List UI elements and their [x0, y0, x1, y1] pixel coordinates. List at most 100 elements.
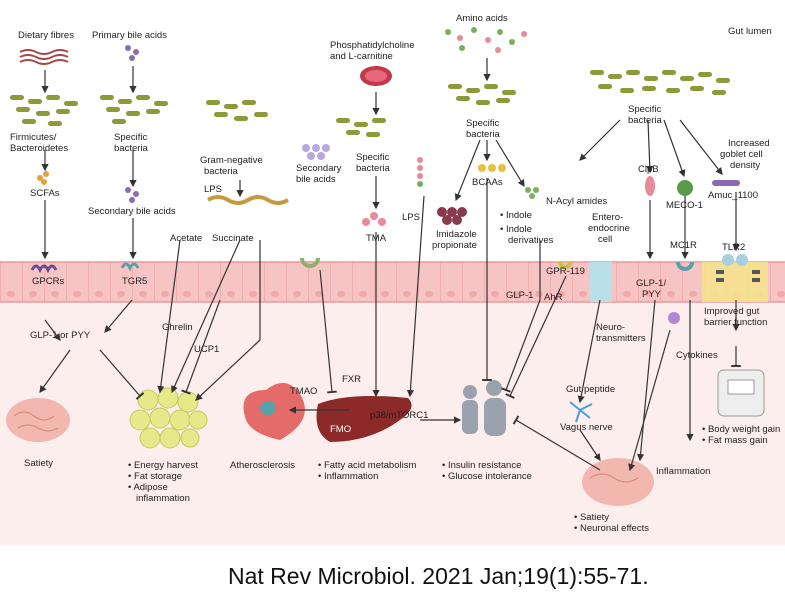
secondary-bile-acids-label-b: Secondary bile acids	[88, 206, 176, 217]
tlr2-label: TLR2	[722, 242, 746, 253]
neuronal-effects-label: • Neuronal effects	[574, 523, 649, 534]
satiety-label: Satiety	[24, 458, 54, 469]
secondary-bile-acid-molecules-icon	[125, 187, 139, 203]
secondary-bile-acids-label-1: Secondary	[296, 163, 342, 174]
tma-label: TMA	[366, 233, 387, 244]
gpcrs-label: GPCRs	[32, 276, 65, 287]
gpcr-receptor-icon	[30, 264, 58, 274]
cytokines-label: Cytokines	[676, 350, 718, 361]
meat-icon	[360, 66, 392, 86]
dietary-fibre-icon	[19, 49, 69, 65]
tmao-label: TMAO	[290, 386, 318, 397]
goblet-label-3: density	[730, 160, 761, 171]
improved-gut-label-1: Improved gut	[704, 306, 760, 317]
fmo-label: FMO	[330, 424, 352, 435]
indole-derivatives-label-1: • Indole	[500, 224, 532, 235]
neuron-icon	[569, 401, 593, 423]
tgr5-receptor-icon	[120, 262, 140, 272]
glp1-or-pyy-label: GLP-1 or PYY	[30, 330, 91, 341]
clpb-label: ClpB	[638, 164, 659, 175]
scale-icon	[717, 369, 765, 417]
scfas-label: SCFAs	[30, 188, 60, 199]
primary-bile-acids-label: Primary bile acids	[92, 30, 167, 41]
bcaa-molecules-icon	[478, 164, 506, 172]
glp1-label: GLP-1	[506, 290, 534, 301]
fxr-receptor-icon	[300, 257, 320, 268]
clpb-protein-icon	[645, 176, 655, 196]
vagus-nerve-label: Vagus nerve	[560, 422, 613, 433]
gut-peptide-label: Gut peptide	[566, 384, 616, 395]
inflammation-label: Inflammation	[656, 466, 711, 477]
fat-storage-label: • Fat storage	[128, 471, 183, 482]
satiety-b-label: • Satiety	[574, 512, 610, 523]
enteroendocrine-label-2: endocrine	[588, 223, 630, 234]
indole-molecules-icon	[525, 187, 539, 199]
glp1-pyy-label-1: GLP-1/	[636, 278, 667, 289]
tma-molecule-icon	[362, 212, 386, 226]
citation: Nat Rev Microbiol. 2021 Jan;19(1):55-71.	[228, 563, 649, 589]
amuc-protein-icon	[712, 180, 740, 186]
enteroendocrine-cell-shape	[590, 262, 612, 302]
glucose-intolerance-label: • Glucose intolerance	[442, 471, 532, 482]
tgr5-label: TGR5	[122, 276, 148, 287]
secondary-bile-acids-label-2: bile acids	[296, 174, 336, 185]
mc1r-label: MC1R	[670, 240, 697, 251]
imidazole-molecules-icon	[437, 207, 467, 225]
energy-harvest-label: • Energy harvest	[128, 460, 198, 471]
p38-mtorc1-label: p38/mTORC1	[370, 410, 429, 421]
immune-cell-icon	[668, 312, 680, 324]
specific-bacteria-label-c1: Specific	[466, 118, 500, 129]
lps-label-1: LPS	[204, 184, 222, 195]
brain-icon	[6, 398, 70, 442]
insulin-resistance-label: • Insulin resistance	[442, 460, 522, 471]
glp1-pyy-label-2: PYY	[642, 289, 662, 300]
specific-bacteria-label-b2: bacteria	[356, 163, 390, 174]
bacteria-cluster-icons	[10, 70, 730, 137]
n-acyl-amides-label: N-Acyl amides	[546, 196, 608, 207]
scfa-molecules-icon	[37, 171, 49, 185]
human-figures-icon	[462, 380, 506, 436]
tight-junction-icon	[716, 270, 760, 282]
specific-bacteria-label-a1: Specific	[114, 132, 148, 143]
ahr-label: AhR	[544, 292, 563, 303]
atherosclerosis-label: Atherosclerosis	[230, 460, 295, 471]
body-weight-label: • Body weight gain	[702, 424, 781, 435]
improved-gut-label-2: barrier function	[704, 317, 768, 328]
gpr119-label: GPR-119	[546, 266, 585, 277]
specific-bacteria-label-d2: bacteria	[628, 115, 662, 126]
enteroendocrine-label-3: cell	[598, 234, 613, 245]
amino-acid-chain-icon	[445, 27, 527, 53]
gram-negative-label-2: bacteria	[204, 166, 238, 177]
specific-bacteria-label-b1: Specific	[356, 152, 390, 163]
adipose-icon	[129, 387, 208, 449]
amuc-label: Amuc_1100	[708, 190, 758, 201]
ucp1-label: UCP1	[194, 344, 220, 355]
dietary-fibres-label: Dietary fibres	[18, 30, 74, 41]
specific-bacteria-label-a2: bacteria	[114, 143, 148, 154]
adipose-label-2: inflammation	[136, 493, 190, 504]
specific-bacteria-label-d1: Specific	[628, 104, 662, 115]
bcaas-label: BCAAs	[472, 177, 503, 188]
imidazole-label-2: propionate	[432, 240, 477, 251]
specific-bacteria-label-c2: bacteria	[466, 129, 500, 140]
secondary-bile-acid-cluster-icon	[302, 144, 330, 160]
lps-strand-icon	[417, 157, 423, 187]
epithelium-band	[0, 262, 785, 302]
fxr-label: FXR	[342, 374, 361, 385]
inflammation-liver-label: • Inflammation	[318, 471, 379, 482]
fatty-acid-label: • Fatty acid metabolism	[318, 460, 417, 471]
phosphatidylcholine-label-1: Phosphatidylcholine	[330, 40, 415, 51]
gut-lumen-label: Gut lumen	[728, 26, 772, 37]
acetate-label: Acetate	[170, 233, 203, 244]
indole-derivatives-label-2: derivatives	[508, 235, 554, 246]
adipose-label-1: • Adipose	[128, 482, 168, 493]
amino-acids-label: Amino acids	[456, 13, 508, 24]
indole-label: • Indole	[500, 210, 532, 221]
imidazole-label-1: Imidazole	[436, 229, 477, 240]
tlr2-receptor-icon	[722, 254, 748, 266]
gram-negative-label-1: Gram-negative	[200, 155, 263, 166]
firmicutes-label-2: Bacteroidetes	[10, 143, 69, 154]
neurotransmitters-label-1: Neuro-	[596, 322, 626, 333]
